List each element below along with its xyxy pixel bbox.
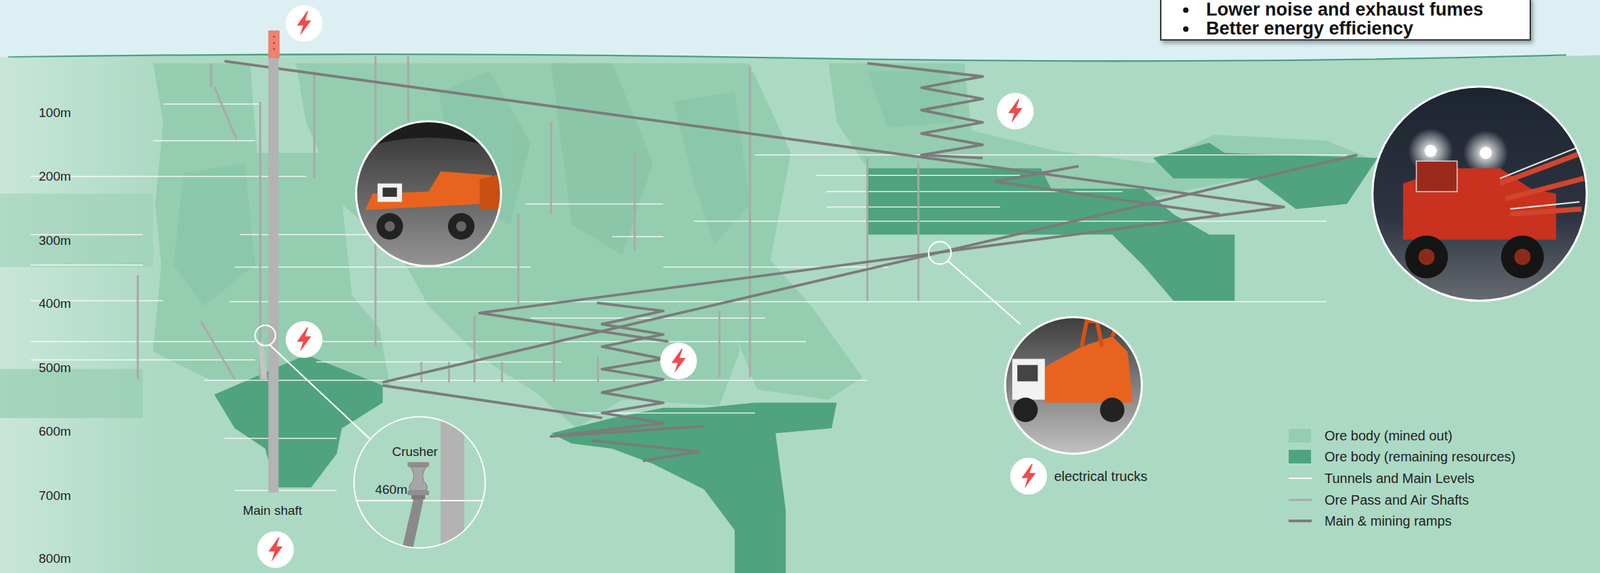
bullet-row: Lower noise and exhaust fumes: [1206, 0, 1523, 19]
bullet-row: Better energy efficiency: [1206, 18, 1523, 38]
depth-label: 400m: [38, 296, 72, 312]
legend-line: [1288, 477, 1312, 480]
depth-label: 800m: [38, 551, 72, 567]
legend-text: Ore Pass and Air Shafts: [1324, 492, 1469, 508]
shaft-label: Main shaft: [242, 503, 303, 519]
legend-text: Ore body (mined out): [1324, 427, 1453, 444]
bullet-dot: [1183, 7, 1189, 13]
legend-text: Ore body (remaining resources): [1324, 449, 1516, 465]
legend-swatch: [1288, 429, 1311, 443]
bullet-text: Better energy efficiency: [1206, 18, 1523, 38]
legend-text: Tunnels and Main Levels: [1324, 471, 1475, 487]
bullet-text: Lower noise and exhaust fumes: [1206, 0, 1523, 19]
legend-text: Main & mining ramps: [1324, 513, 1452, 530]
depth-label: 600m: [38, 424, 72, 440]
depth-label: 200m: [38, 169, 72, 185]
legend-line-sample: [1288, 496, 1312, 504]
depth-label: 500m: [38, 360, 72, 376]
legend-line: [1288, 498, 1312, 501]
legend-line-sample: [1288, 517, 1312, 525]
legend-line: [1288, 519, 1312, 523]
depth-label: 300m: [38, 233, 72, 249]
legend-line-sample: [1288, 475, 1312, 482]
crusher-illustration: [353, 416, 486, 549]
bullet-dot: [1183, 26, 1189, 32]
note-box: Lower noise and exhaust fumesBetter ener…: [1160, 0, 1531, 41]
depth-label: 700m: [38, 488, 72, 504]
callout-text: 460m: [374, 482, 408, 498]
legend-text: electrical trucks: [1053, 469, 1148, 485]
callout-circle: Crusher 460m: [353, 416, 486, 549]
legend-swatch: [1288, 450, 1311, 464]
depth-label: 100m: [38, 105, 72, 121]
callout-text: Crusher: [391, 444, 438, 460]
